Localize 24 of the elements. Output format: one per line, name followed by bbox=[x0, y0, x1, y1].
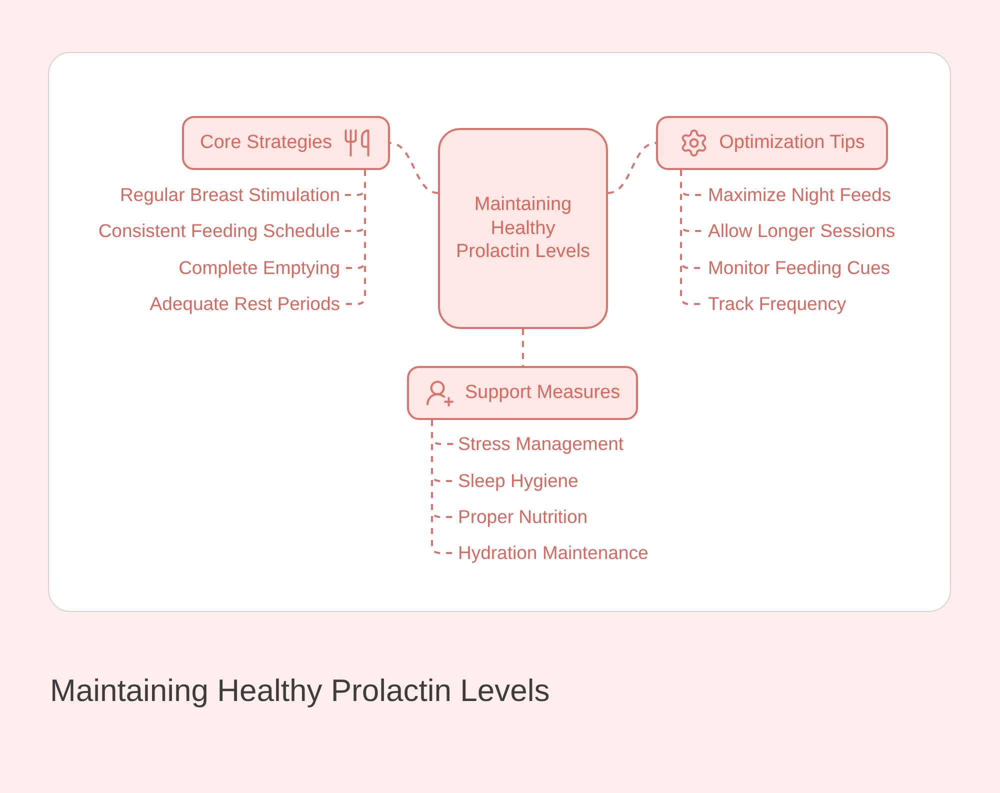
topic-title: Maintaining Healthy Prolactin Levels bbox=[454, 192, 592, 264]
list-item: Complete Emptying bbox=[60, 254, 340, 282]
list-item: Track Frequency bbox=[708, 290, 923, 318]
list-item: Hydration Maintenance bbox=[458, 539, 688, 567]
dashed-connector bbox=[608, 142, 656, 194]
branch-title: Support Measures bbox=[464, 381, 620, 405]
list-item: Consistent Feeding Schedule bbox=[60, 217, 340, 245]
branch-box bbox=[407, 366, 638, 420]
branch-title: Optimization Tips bbox=[719, 131, 865, 155]
branch-box bbox=[182, 116, 390, 170]
list-item: Regular Breast Stimulation bbox=[60, 181, 340, 209]
list-item: Allow Longer Sessions bbox=[708, 217, 923, 245]
list-item: Sleep Hygiene bbox=[458, 467, 688, 495]
central-topic-box bbox=[438, 128, 608, 329]
dashed-connector bbox=[522, 329, 524, 366]
list-item: Monitor Feeding Cues bbox=[708, 254, 923, 282]
list-item: Adequate Rest Periods bbox=[60, 290, 340, 318]
list-item: Proper Nutrition bbox=[458, 503, 688, 531]
list-item: Stress Management bbox=[458, 430, 688, 458]
dashed-connector bbox=[390, 142, 438, 194]
branch-title: Core Strategies bbox=[200, 131, 332, 155]
caption: Maintaining Healthy Prolactin Levels bbox=[50, 672, 550, 710]
branch-box bbox=[656, 116, 888, 170]
list-item: Maximize Night Feeds bbox=[708, 181, 923, 209]
